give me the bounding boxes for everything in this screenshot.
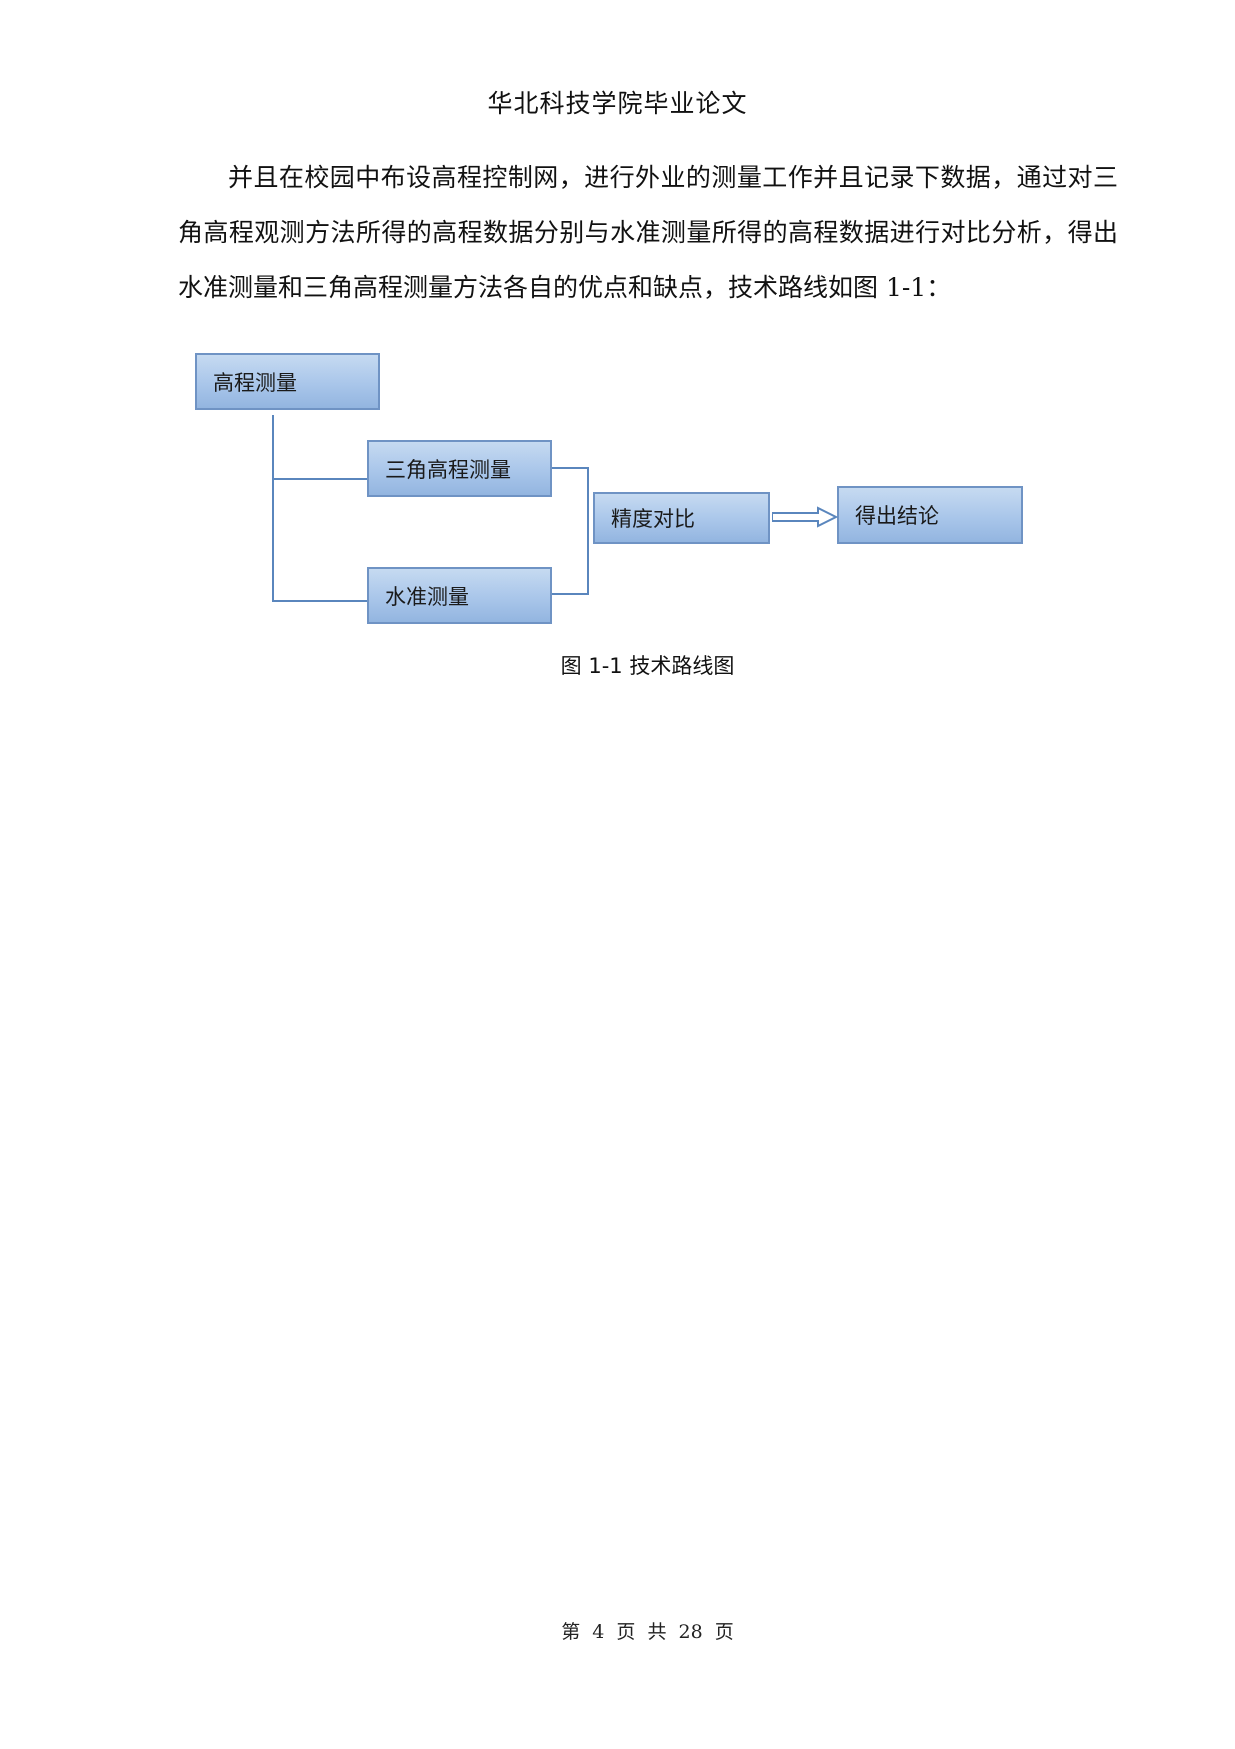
node-conclusion: 得出结论 (837, 486, 1023, 544)
connector-to-trig (272, 478, 367, 480)
page-number: 第 4 页 共 28 页 (561, 1621, 734, 1643)
connector-merge-vertical (587, 467, 589, 595)
connector-level-out (552, 593, 588, 595)
technical-roadmap-diagram: 高程测量 三角高程测量 水准测量 精度对比 得出结论 (190, 345, 1050, 635)
double-arrow-icon (772, 506, 838, 528)
connector-to-level (272, 600, 367, 602)
node-elevation-measurement: 高程测量 (195, 353, 380, 410)
node-accuracy-comparison: 精度对比 (593, 492, 770, 544)
figure-caption: 图 1-1 技术路线图 (560, 654, 735, 678)
body-paragraph: 并且在校园中布设高程控制网，进行外业的测量工作并且记录下数据，通过对三角高程观测… (178, 163, 1118, 302)
page-header: 华北科技学院毕业论文 (487, 89, 748, 118)
connector-root-vertical (272, 415, 274, 602)
node-leveling: 水准测量 (367, 567, 552, 624)
connector-trig-out (552, 467, 588, 469)
node-trigonometric-leveling: 三角高程测量 (367, 440, 552, 497)
